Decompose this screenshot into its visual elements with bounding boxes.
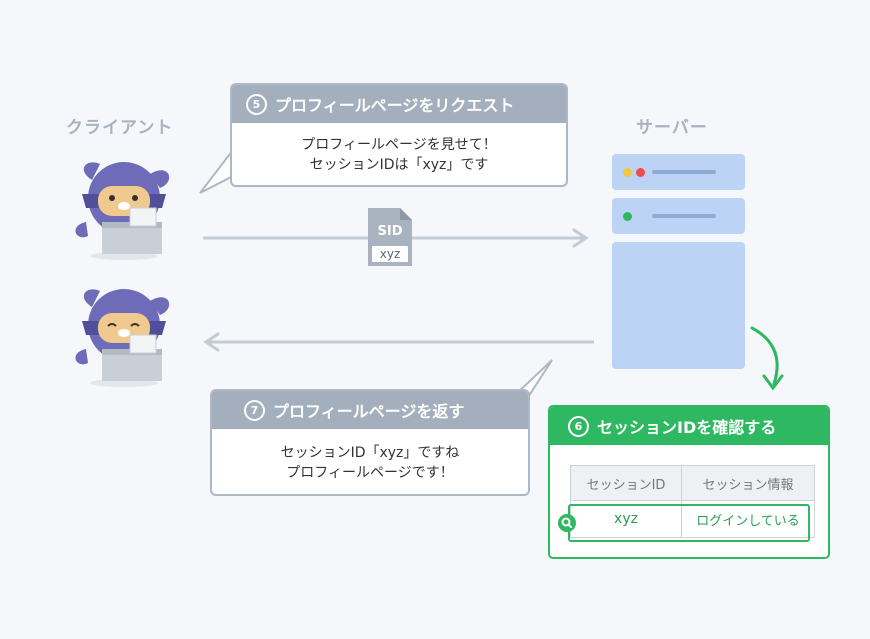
step-number-badge: 6 xyxy=(568,415,589,437)
ninja-client-icon xyxy=(75,162,170,260)
search-icon xyxy=(558,514,576,532)
column-header-session-id: セッションID xyxy=(570,465,682,501)
response-title: プロフィールページを返す xyxy=(273,402,465,421)
ninja-client-icon xyxy=(75,289,170,387)
response-line-1: セッションID「xyz」ですね xyxy=(280,445,460,461)
column-header-session-info: セッション情報 xyxy=(681,465,815,501)
status-light-red xyxy=(636,168,645,177)
request-line-1: プロフィールページを見せて！ xyxy=(301,137,497,153)
server-unit-bottom xyxy=(612,242,745,369)
server-unit-middle xyxy=(612,198,745,234)
client-label: クライアント xyxy=(66,118,174,138)
status-light-green xyxy=(623,212,632,221)
document-label: SID xyxy=(377,224,403,239)
response-callout-header: 7 プロフィールページを返す xyxy=(212,391,528,429)
server-label: サーバー xyxy=(636,118,708,138)
status-light-yellow xyxy=(623,168,632,177)
response-line-2: プロフィールページです！ xyxy=(286,465,454,481)
step-number-badge: 7 xyxy=(244,399,265,421)
session-info-cell: ログインしている xyxy=(681,500,815,538)
document-value: xyz xyxy=(379,247,401,261)
request-callout: 5 プロフィールページをリクエスト プロフィールページを見せて！ セッションID… xyxy=(230,83,568,187)
request-line-2: セッションIDは「xyz」です xyxy=(309,157,489,173)
request-callout-header: 5 プロフィールページをリクエスト xyxy=(232,85,566,123)
session-table: セッションID セッション情報 xyz ログインしている xyxy=(570,465,815,538)
step-number-badge: 5 xyxy=(246,93,267,115)
session-check-title: セッションIDを確認する xyxy=(597,418,777,437)
table-row: xyz ログインしている xyxy=(570,500,815,538)
session-id-cell: xyz xyxy=(570,500,682,538)
session-check-header: 6 セッションIDを確認する xyxy=(550,407,828,445)
server-unit-top xyxy=(612,154,745,190)
arrow-left-icon xyxy=(203,332,594,352)
response-callout: 7 プロフィールページを返す セッションID「xyz」ですね プロフィールページ… xyxy=(210,389,530,496)
document-icon: SID xyz xyxy=(366,206,414,268)
request-callout-tail xyxy=(199,147,234,194)
server-icon xyxy=(612,154,745,369)
session-check-panel: 6 セッションIDを確認する セッションID セッション情報 xyz ログインし… xyxy=(548,405,830,559)
table-header-row: セッションID セッション情報 xyxy=(570,465,815,501)
curved-arrow-icon xyxy=(750,326,784,391)
request-title: プロフィールページをリクエスト xyxy=(275,96,515,115)
